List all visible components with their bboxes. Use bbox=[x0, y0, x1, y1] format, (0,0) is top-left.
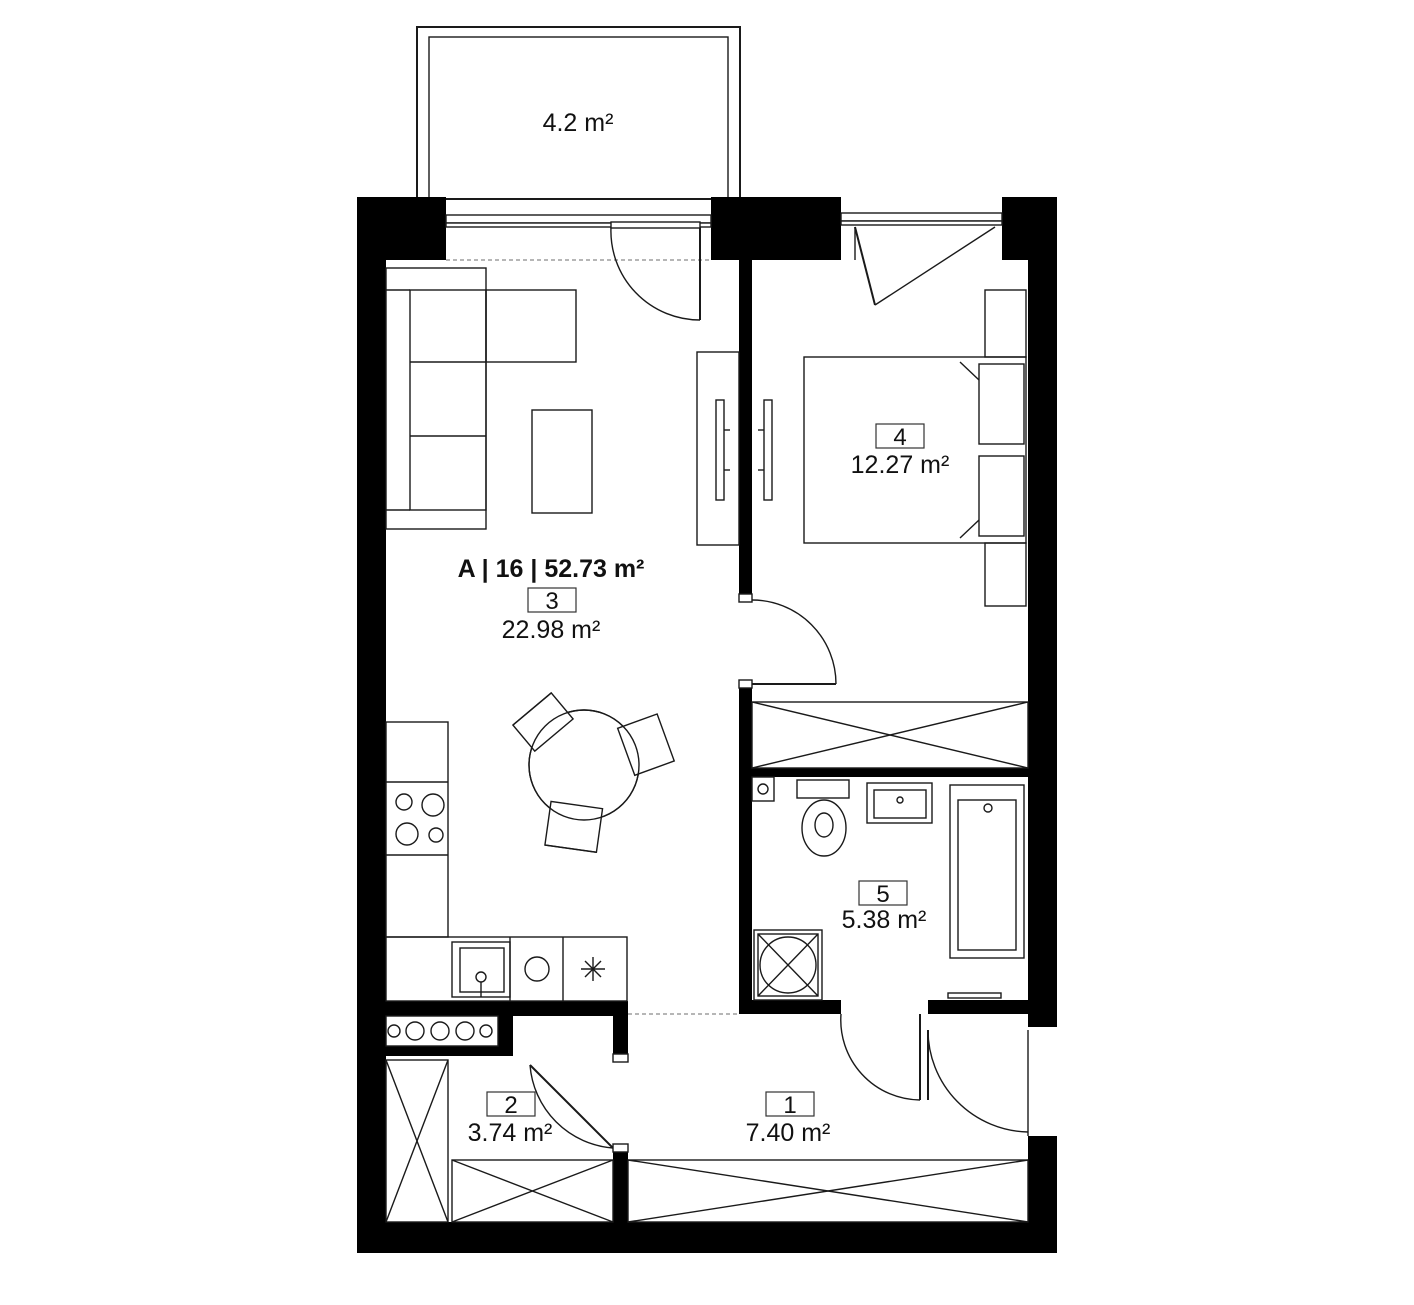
coffee-table bbox=[531, 409, 593, 514]
windows bbox=[445, 212, 1003, 261]
walls bbox=[357, 197, 1057, 1253]
room-3-label: 3 22.98 m² bbox=[502, 587, 601, 644]
room-4-label: 4 12.27 m² bbox=[851, 423, 950, 479]
room-5-number: 5 bbox=[876, 881, 889, 908]
room-5-area: 5.38 m² bbox=[842, 906, 927, 934]
dining-table bbox=[511, 691, 676, 854]
room-2-label: 2 3.74 m² bbox=[468, 1091, 553, 1147]
room-3-area: 22.98 m² bbox=[502, 616, 601, 644]
bedroom-tv bbox=[758, 399, 773, 501]
storage-shelves bbox=[385, 1059, 614, 1223]
hall-wardrobe bbox=[627, 1159, 1029, 1223]
room-3-number: 3 bbox=[545, 588, 558, 615]
apartment-label: A | 16 | 52.73 m² bbox=[458, 555, 645, 583]
room-1-area: 7.40 m² bbox=[746, 1119, 831, 1147]
room-4-area: 12.27 m² bbox=[851, 451, 950, 479]
sofa bbox=[385, 267, 577, 530]
bathroom-fixtures bbox=[751, 776, 1025, 1001]
room-2-number: 2 bbox=[504, 1092, 517, 1119]
balcony bbox=[416, 26, 741, 200]
bedroom-wardrobe bbox=[751, 701, 1029, 769]
room-1-number: 1 bbox=[783, 1092, 796, 1119]
balcony-area: 4.2 m² bbox=[543, 109, 614, 137]
tv-unit bbox=[696, 351, 740, 546]
room-2-area: 3.74 m² bbox=[468, 1119, 553, 1147]
kitchen bbox=[385, 721, 628, 1002]
room-5-label: 5 5.38 m² bbox=[842, 880, 927, 934]
room-1-label: 1 7.40 m² bbox=[746, 1091, 831, 1147]
boiler-unit bbox=[385, 1015, 499, 1047]
bed bbox=[803, 289, 1027, 607]
room-4-number: 4 bbox=[893, 424, 906, 451]
doors bbox=[529, 221, 1029, 1153]
